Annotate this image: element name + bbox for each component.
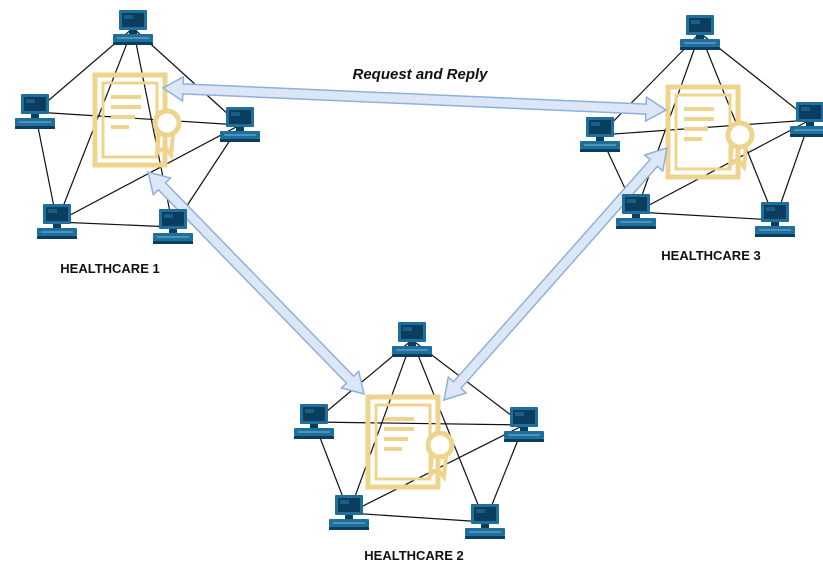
cluster-label-healthcare-2: HEALTHCARE 2 xyxy=(364,548,463,563)
network-link xyxy=(313,421,525,426)
computer-icon xyxy=(294,404,334,439)
computer-icon xyxy=(580,117,620,152)
certificate-icon xyxy=(668,87,752,177)
arrow-healthcare-1-healthcare-3 xyxy=(161,75,668,123)
computer-icon xyxy=(37,204,77,239)
certificates xyxy=(95,75,752,487)
computer-icon xyxy=(15,94,55,129)
computer-icon xyxy=(113,10,153,45)
network-link xyxy=(635,119,811,213)
links-healthcare-1 xyxy=(34,27,241,228)
network-link xyxy=(411,339,486,523)
computer-icon xyxy=(220,107,260,142)
network-link xyxy=(34,111,241,126)
computer-icon xyxy=(504,407,544,442)
cluster-label-healthcare-3: HEALTHCARE 3 xyxy=(661,248,760,263)
computer-icon xyxy=(329,495,369,530)
computer-icon xyxy=(392,322,432,357)
network-link xyxy=(34,111,58,223)
network-link xyxy=(56,221,174,228)
network-links xyxy=(34,27,811,523)
computer-icon xyxy=(755,202,795,237)
computer-icon xyxy=(465,504,505,539)
arrow-healthcare-3-healthcare-2 xyxy=(443,146,668,402)
certificate-icon xyxy=(368,397,452,487)
connection-arrows xyxy=(146,75,668,402)
computer-icon xyxy=(153,209,193,244)
network-link xyxy=(348,512,486,523)
computer-icon xyxy=(616,194,656,229)
computer-icon xyxy=(790,102,823,137)
computer-icon xyxy=(680,15,720,50)
arrow-healthcare-1-healthcare-2 xyxy=(146,170,366,396)
network-link xyxy=(635,211,776,221)
request-reply-label: Request and Reply xyxy=(352,66,488,83)
network-link xyxy=(348,339,413,514)
computers xyxy=(15,10,823,539)
cluster-label-healthcare-1: HEALTHCARE 1 xyxy=(60,261,159,276)
